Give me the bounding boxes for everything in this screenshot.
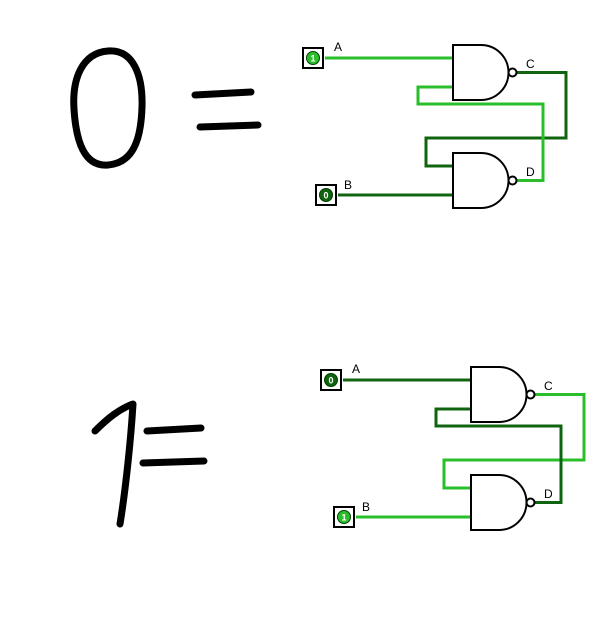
toggle-value: 1 [310, 54, 315, 64]
nand-gate-d[interactable] [470, 474, 536, 531]
nand-gate-c[interactable] [452, 44, 518, 101]
nand-output-bubble [525, 389, 536, 400]
toggle-switch-b[interactable]: 0 [315, 184, 337, 206]
nand-gate-c[interactable] [470, 366, 536, 423]
equals-sign-stroke-top [191, 88, 255, 99]
toggle-switch-a[interactable]: 1 [302, 47, 324, 69]
nand-output-bubble [525, 497, 536, 508]
handwritten-zero [70, 47, 146, 169]
sr-latch-circuit-bottom: 0 1 A B C D [320, 362, 586, 531]
nand-gate-body[interactable] [452, 152, 510, 209]
label-b: B [362, 500, 370, 514]
label-c: C [544, 379, 553, 393]
equals-sign-stroke-bottom [196, 121, 262, 131]
wire-feedback-d [416, 85, 545, 182]
nand-gate-body[interactable] [452, 44, 510, 101]
label-a: A [352, 362, 360, 376]
nand-gate-body[interactable] [470, 366, 528, 423]
nand-gate-d[interactable] [452, 152, 518, 209]
toggle-value: 0 [328, 376, 333, 386]
equals-sign-stroke-bottom [139, 457, 208, 467]
toggle-switch-b[interactable]: 1 [333, 506, 355, 528]
wire-feedback-c [442, 393, 586, 490]
toggle-led[interactable] [324, 373, 338, 387]
handwritten-one [91, 400, 137, 528]
handwritten-annotation-zero-equals [70, 47, 262, 169]
toggle-value: 0 [323, 191, 328, 201]
toggle-led[interactable] [306, 51, 320, 65]
label-c: C [526, 57, 535, 71]
nand-output-bubble [507, 67, 518, 78]
wire-feedback-c [424, 71, 568, 168]
toggle-switch-a[interactable]: 0 [320, 369, 342, 391]
toggle-value: 1 [341, 513, 346, 523]
label-d: D [526, 165, 535, 179]
nand-output-bubble [507, 175, 518, 186]
nand-gate-body[interactable] [470, 474, 528, 531]
equals-sign-stroke-top [143, 424, 205, 435]
wire-feedback-d [434, 407, 563, 504]
handwritten-annotation-one-equals [91, 400, 208, 528]
toggle-led[interactable] [337, 510, 351, 524]
sr-latch-circuit-top: 1 0 A B C D [302, 40, 568, 209]
label-b: B [344, 178, 352, 192]
label-d: D [544, 487, 553, 501]
toggle-led[interactable] [319, 188, 333, 202]
label-a: A [334, 40, 342, 54]
